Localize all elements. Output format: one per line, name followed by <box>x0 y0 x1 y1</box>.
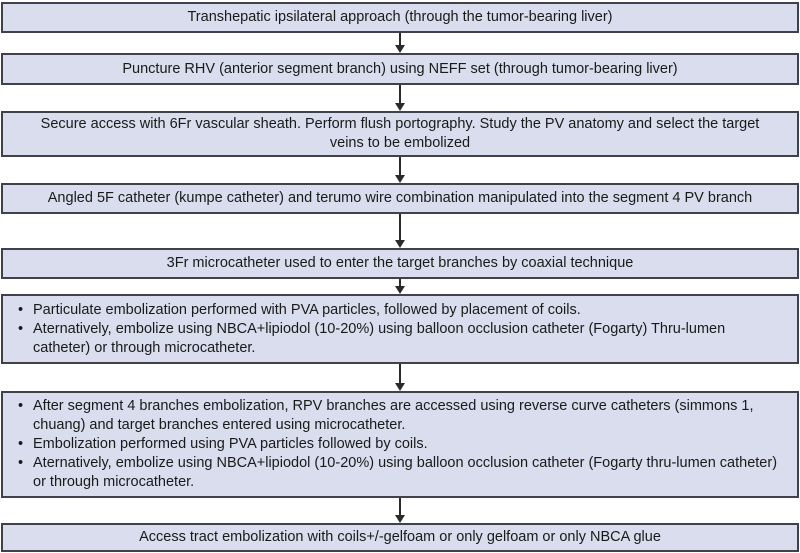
arrow-head <box>395 175 405 183</box>
down-arrow-icon <box>1 33 799 53</box>
down-arrow-icon <box>1 364 799 391</box>
flow-step-microcatheter: 3Fr microcatheter used to enter the targ… <box>1 248 799 279</box>
arrow-shaft <box>399 33 401 46</box>
flow-step-secure-access: Secure access with 6Fr vascular sheath. … <box>1 111 799 157</box>
flow-step-puncture-label: Puncture RHV (anterior segment branch) u… <box>122 60 678 77</box>
flow-step-rpv-embolization: After segment 4 branches embolization, R… <box>1 391 799 498</box>
flow-step-segment4-embolization: Particulate embolization performed with … <box>1 294 799 364</box>
arrow-shaft <box>399 214 401 241</box>
flow-step-access-tract-label: Access tract embolization with coils+/-g… <box>139 529 661 545</box>
flow-step-catheter: Angled 5F catheter (kumpe catheter) and … <box>1 183 799 214</box>
bullet-item: Particulate embolization performed with … <box>15 301 785 320</box>
arrow-head <box>395 515 405 523</box>
arrow-head <box>395 286 405 294</box>
arrow-head <box>395 240 405 248</box>
arrow-shaft <box>399 279 401 287</box>
down-arrow-icon <box>1 157 799 183</box>
arrow-head <box>395 103 405 111</box>
flow-step-catheter-label: Angled 5F catheter (kumpe catheter) and … <box>47 190 753 206</box>
arrow-head <box>395 45 405 53</box>
bullet-item: Embolization performed using PVA particl… <box>15 435 785 454</box>
arrow-head <box>395 383 405 391</box>
bullet-item: Aternatively, embolize using NBCA+lipiod… <box>15 320 785 358</box>
bullet-item: After segment 4 branches embolization, R… <box>15 397 785 435</box>
arrow-shaft <box>399 157 401 176</box>
bullet-list: After segment 4 branches embolization, R… <box>15 397 785 492</box>
down-arrow-icon <box>1 279 799 294</box>
bullet-item: Aternatively, embolize using NBCA+lipiod… <box>15 454 785 492</box>
flow-step-microcatheter-label: 3Fr microcatheter used to enter the targ… <box>166 255 634 271</box>
flow-step-secure-access-label: Secure access with 6Fr vascular sheath. … <box>40 116 760 151</box>
flow-step-approach-label: Transhepatic ipsilateral approach (throu… <box>187 9 613 25</box>
arrow-shaft <box>399 85 401 104</box>
down-arrow-icon <box>1 214 799 248</box>
down-arrow-icon <box>1 85 799 111</box>
arrow-shaft <box>399 364 401 384</box>
bullet-list: Particulate embolization performed with … <box>15 301 785 358</box>
flow-step-puncture: Puncture RHV (anterior segment branch) u… <box>1 53 799 85</box>
arrow-shaft <box>399 498 401 516</box>
flow-step-approach: Transhepatic ipsilateral approach (throu… <box>1 2 799 33</box>
flow-step-access-tract: Access tract embolization with coils+/-g… <box>1 523 799 552</box>
down-arrow-icon <box>1 498 799 523</box>
